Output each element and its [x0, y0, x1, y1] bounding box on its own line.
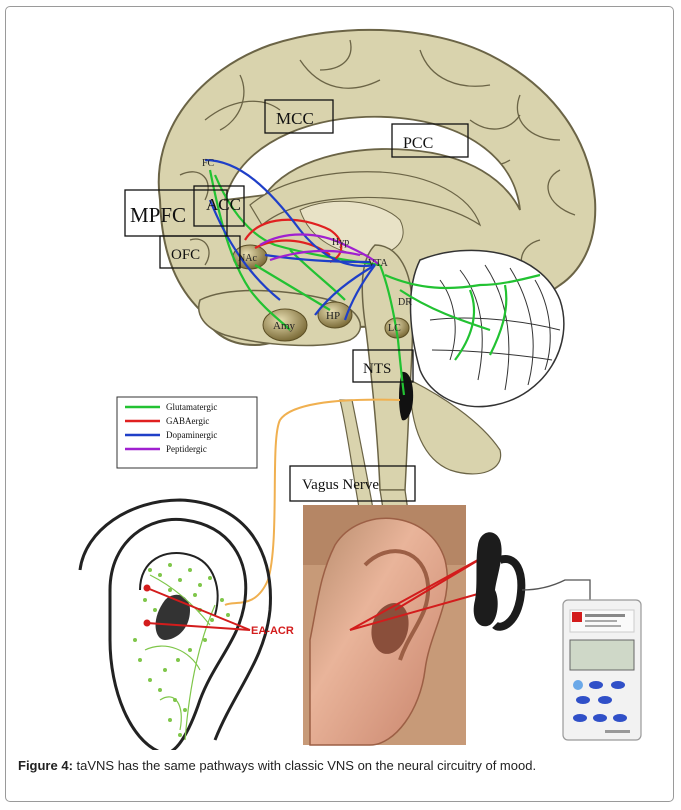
legend-label: Glutamatergic — [166, 402, 217, 412]
label-vagus-nerve: Vagus Nerve — [302, 477, 379, 493]
label-amy: Amy — [273, 320, 296, 332]
label-mpfc: MPFC — [130, 203, 186, 227]
label-pcc: PCC — [403, 135, 433, 152]
legend-label: Dopaminergic — [166, 430, 217, 440]
label-nts: NTS — [363, 361, 391, 377]
figure-illustration: MCC PCC FC MPFC ACC OFC NAc Hyp VTA DR L… — [0, 0, 681, 750]
legend-label: Peptidergic — [166, 444, 207, 454]
label-fc: FC — [202, 158, 215, 169]
label-lc: LC — [388, 323, 401, 334]
label-hyp: Hyp — [332, 237, 349, 248]
label-ea-acr: EA-ACR — [251, 625, 294, 637]
label-mcc: MCC — [276, 109, 314, 128]
legend-label: GABAergic — [166, 416, 209, 426]
label-nac: NAc — [238, 253, 257, 264]
figure-label: Figure 4: — [18, 758, 73, 773]
caption-text: taVNS has the same pathways with classic… — [73, 758, 536, 773]
label-hp: HP — [326, 310, 340, 322]
legend: GlutamatergicGABAergicDopaminergicPeptid… — [117, 397, 257, 468]
stimulator-device — [563, 600, 641, 740]
ear-photo — [303, 505, 466, 745]
label-vta: VTA — [368, 258, 389, 269]
label-dr: DR — [398, 297, 412, 308]
label-ofc: OFC — [171, 247, 200, 263]
figure-caption: Figure 4: taVNS has the same pathways wi… — [18, 756, 664, 775]
label-acc: ACC — [206, 195, 241, 214]
